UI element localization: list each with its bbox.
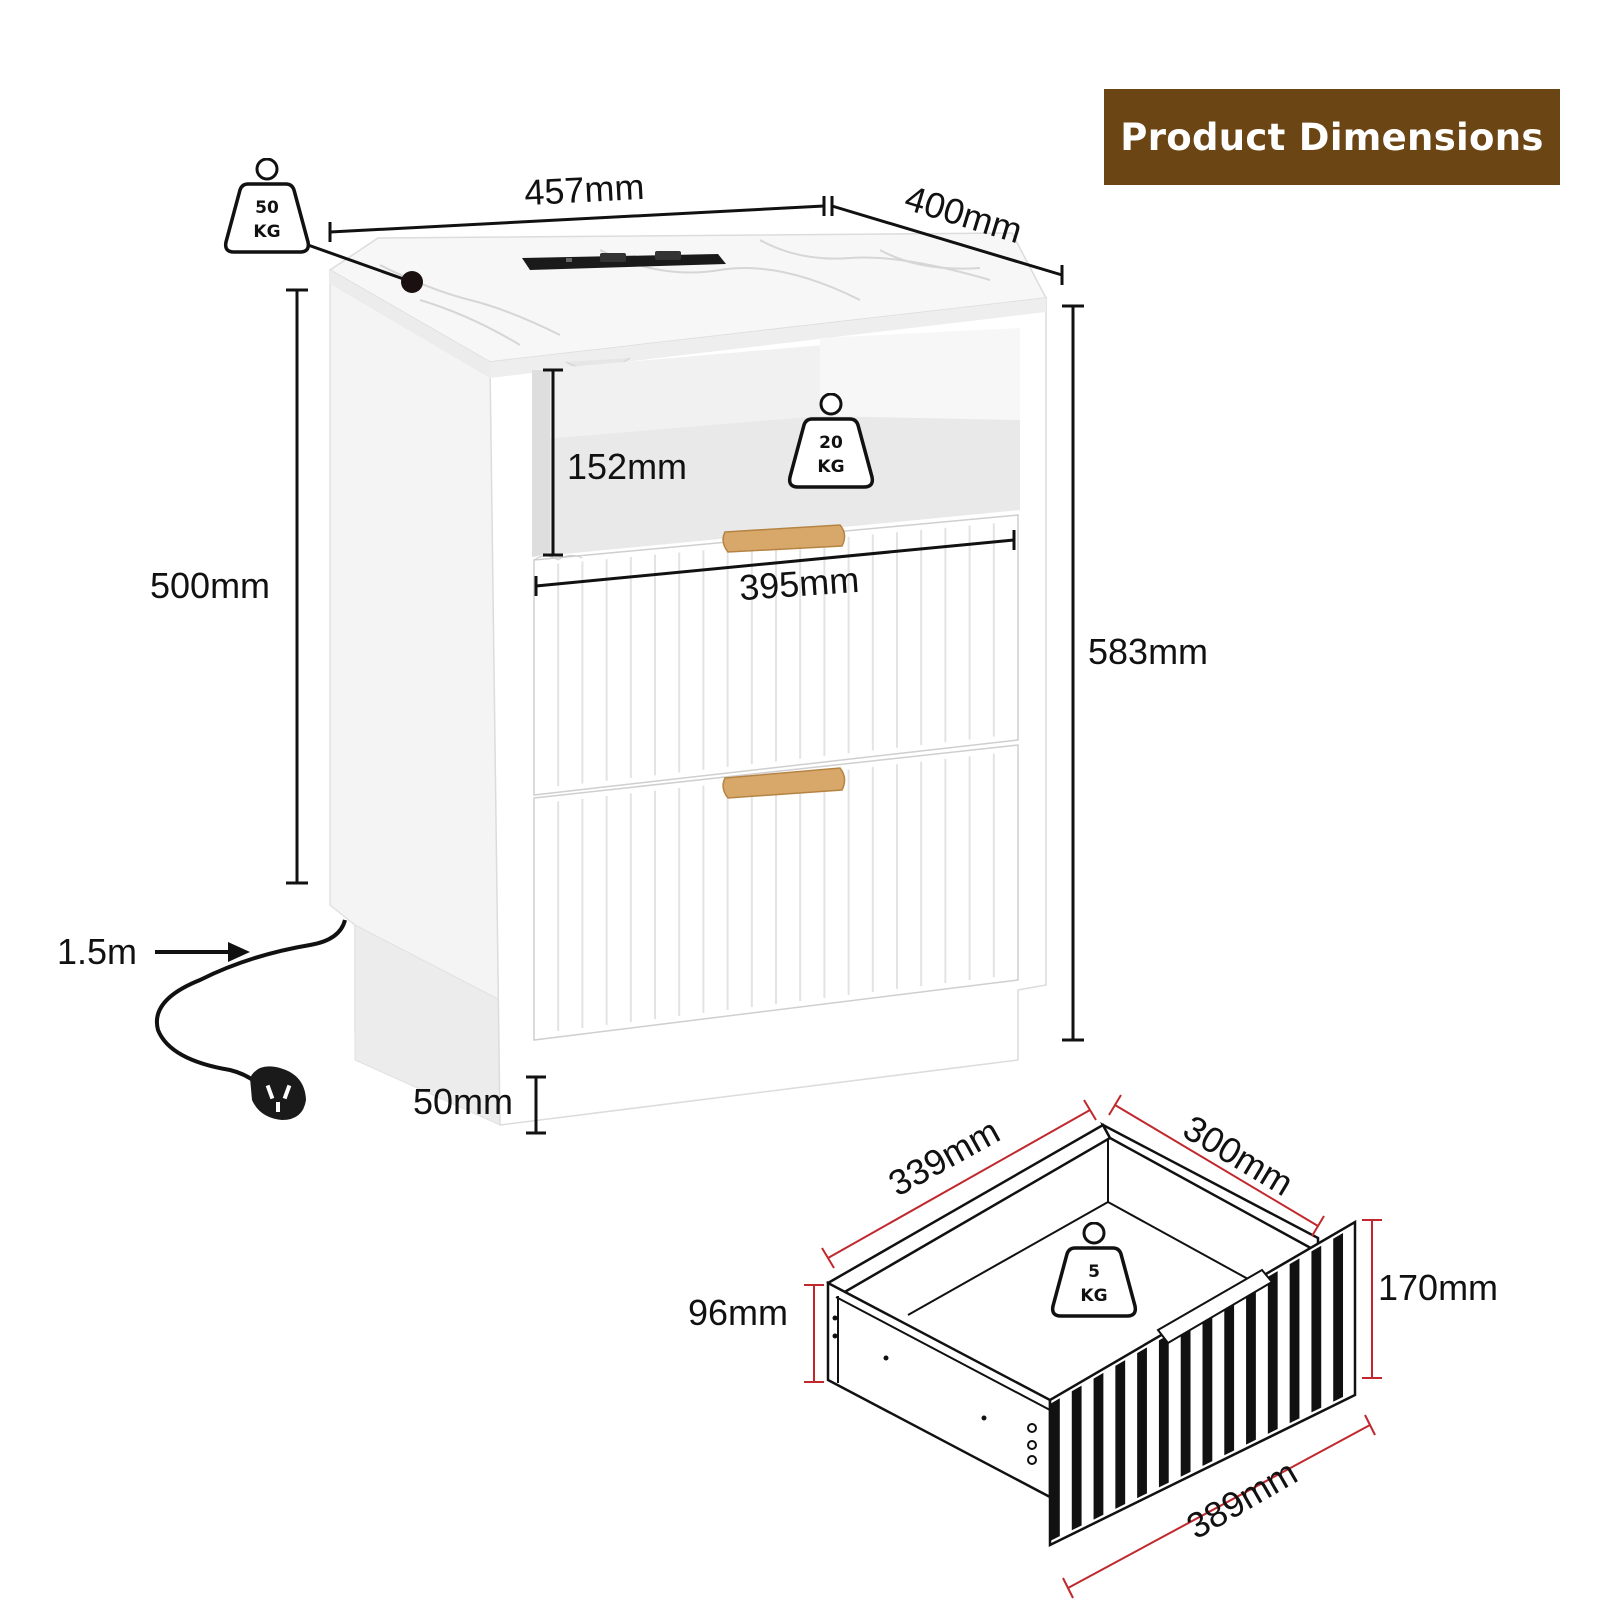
shelf-load-unit: KG — [817, 457, 844, 477]
top-load-value: 50 — [255, 198, 279, 218]
drawer-flute — [1115, 1360, 1126, 1509]
page-title: Product Dimensions — [1104, 89, 1560, 185]
shelf-height-label: 152mm — [567, 446, 687, 487]
top-load-unit: KG — [253, 222, 280, 242]
drawer-load-unit: KG — [1080, 1286, 1107, 1306]
width-label: 457mm — [523, 166, 645, 213]
drawer-dimensions — [804, 1094, 1382, 1599]
drawer-flute — [1311, 1245, 1322, 1413]
drawer-flute — [1202, 1309, 1213, 1466]
drawer-flute — [1224, 1296, 1235, 1456]
drawer-inner-width-label: 300mm — [1176, 1107, 1300, 1204]
drawer-flute — [1137, 1347, 1147, 1499]
body-height-label: 500mm — [150, 565, 270, 606]
drawer-handle — [722, 767, 846, 799]
nightstand-dimensions — [286, 196, 1084, 1135]
power-plug-icon — [250, 1066, 306, 1120]
total-height-label: 583mm — [1088, 631, 1208, 672]
drawer-load-value: 5 — [1088, 1262, 1100, 1282]
drawer-flute — [1333, 1232, 1344, 1402]
drawer-side-height-label: 96mm — [688, 1292, 788, 1333]
drawer-flute — [1180, 1321, 1191, 1477]
drawer-flute — [1093, 1372, 1104, 1520]
drawer-illustration — [826, 1121, 1357, 1548]
base-height-label: 50mm — [413, 1081, 513, 1122]
drawer-front-height-label: 170mm — [1378, 1267, 1498, 1308]
weight-icon: 20 KG — [787, 393, 875, 489]
weight-icon: 5 KG — [1050, 1222, 1138, 1318]
power-cord — [154, 919, 347, 1120]
drawer-handle — [722, 524, 846, 553]
upper-drawer — [533, 514, 1019, 796]
drawer-flute — [1050, 1398, 1060, 1541]
shelf-load-value: 20 — [819, 433, 843, 453]
drawer-flute — [1158, 1334, 1169, 1488]
power-outlet-icon — [522, 251, 726, 270]
drawer-width-label: 395mm — [738, 559, 861, 608]
weight-icon: 50 KG — [223, 158, 311, 254]
drawer-flute — [1071, 1385, 1082, 1531]
cord-length-label: 1.5m — [57, 931, 137, 972]
nightstand-illustration — [154, 232, 1048, 1126]
drawer-flute — [1289, 1258, 1300, 1424]
drawer-flute — [1246, 1283, 1256, 1445]
arrow-right-icon — [155, 942, 250, 962]
drawer-flute — [1267, 1271, 1278, 1434]
lower-drawer — [533, 744, 1019, 1041]
